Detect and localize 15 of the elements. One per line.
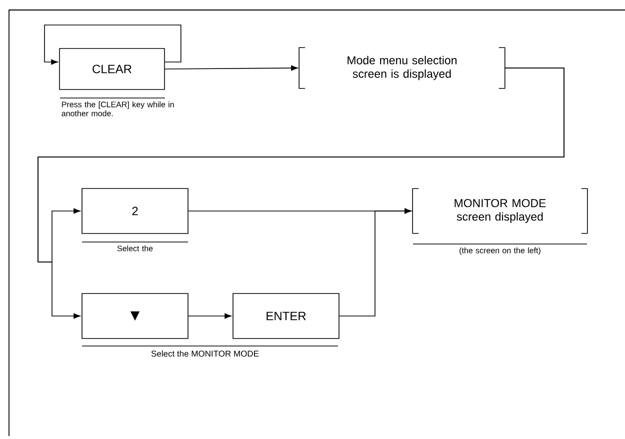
screen-message: MONITOR MODE screen displayed: [412, 188, 588, 234]
key-box: 2: [82, 188, 188, 234]
arrow: [44, 24, 182, 65]
arrow: [38, 68, 564, 319]
arrow: [339, 208, 412, 316]
screen-message: Mode menu selection screen is displayed: [298, 47, 506, 89]
key-box: CLEAR: [59, 48, 165, 90]
key-box: ENTER: [232, 293, 340, 339]
node-label: (the screen on the left): [460, 247, 540, 255]
arrow: [188, 313, 232, 319]
node-label: Press the [CLEAR] key while in another mode.: [62, 101, 174, 116]
arrow: [164, 65, 298, 71]
key-box: ▼: [82, 293, 188, 339]
caption: Select the MONITOR MODE: [151, 350, 259, 357]
node-label: Select the: [117, 245, 153, 252]
